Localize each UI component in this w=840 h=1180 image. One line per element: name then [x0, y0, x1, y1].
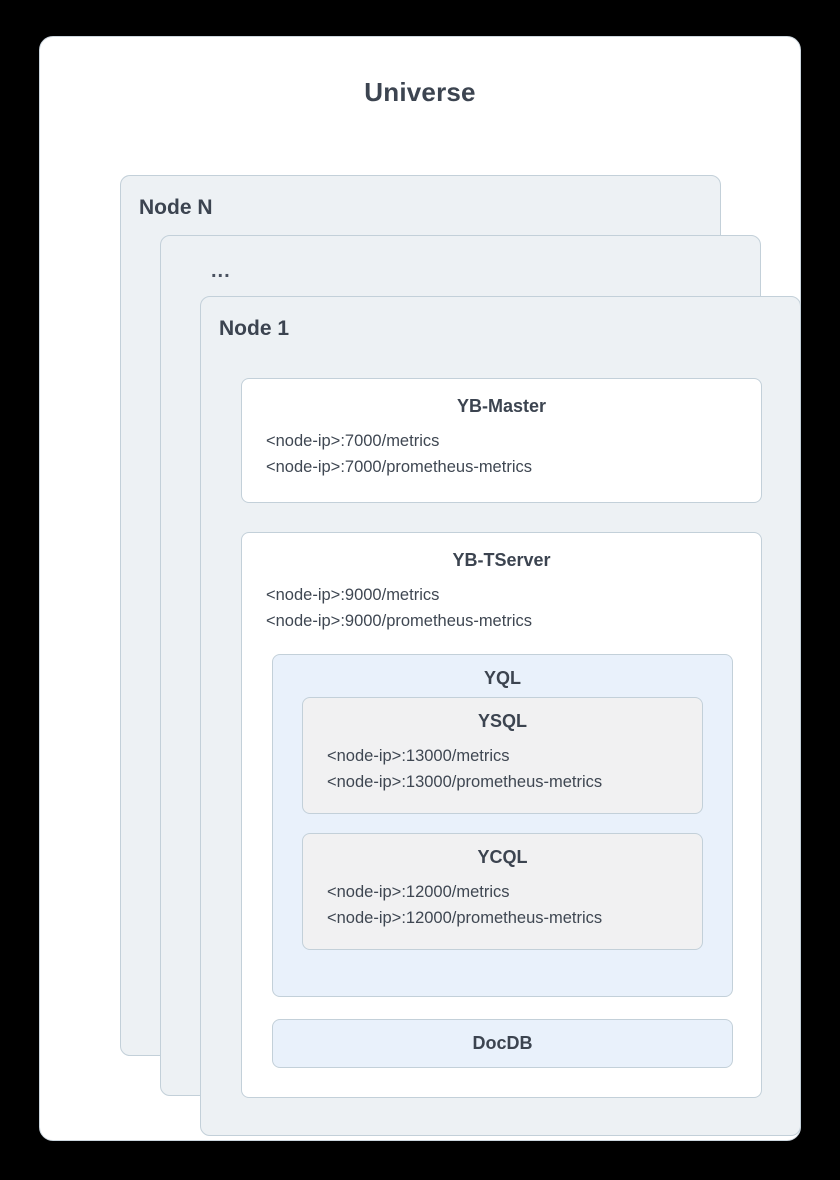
yb-master-box[interactable]: YB-Master <node-ip>:7000/metrics <node-i…	[241, 378, 762, 503]
yb-tserver-endpoint-metrics: <node-ip>:9000/metrics	[266, 586, 440, 604]
ycql-box[interactable]: YCQL <node-ip>:12000/metrics <node-ip>:1…	[302, 833, 703, 950]
yb-tserver-endpoint-prometheus-metrics: <node-ip>:9000/prometheus-metrics	[266, 612, 532, 630]
node-panel-label-node-n: Node N	[139, 196, 213, 219]
ellipsis-label: ...	[211, 260, 231, 282]
docdb-box[interactable]: DocDB	[272, 1019, 733, 1068]
yb-master-endpoint-metrics: <node-ip>:7000/metrics	[266, 432, 440, 450]
ycql-endpoint-list: <node-ip>:12000/metrics <node-ip>:12000/…	[303, 879, 702, 931]
yb-master-endpoint-list: <node-ip>:7000/metrics <node-ip>:7000/pr…	[242, 428, 761, 480]
ycql-endpoint-metrics: <node-ip>:12000/metrics	[327, 883, 510, 901]
ycql-title: YCQL	[477, 847, 528, 867]
ysql-endpoint-list: <node-ip>:13000/metrics <node-ip>:13000/…	[303, 743, 702, 795]
yql-title: YQL	[483, 668, 521, 688]
universe-card: Universe Node N ... Node 1 YB-Master <no…	[39, 36, 801, 1141]
yb-master-title: YB-Master	[456, 396, 547, 416]
ysql-endpoint-prometheus-metrics: <node-ip>:13000/prometheus-metrics	[327, 773, 603, 791]
page-title: Universe	[364, 77, 476, 107]
node-panel-label-node-1: Node 1	[219, 317, 290, 340]
ysql-title: YSQL	[477, 711, 527, 731]
docdb-title: DocDB	[472, 1033, 533, 1053]
yb-master-endpoint-prometheus-metrics: <node-ip>:7000/prometheus-metrics	[266, 458, 532, 476]
ysql-box[interactable]: YSQL <node-ip>:13000/metrics <node-ip>:1…	[302, 697, 703, 814]
yb-tserver-title: YB-TServer	[452, 550, 551, 570]
yb-tserver-box[interactable]: YB-TServer <node-ip>:9000/metrics <node-…	[241, 532, 762, 1098]
ysql-endpoint-metrics: <node-ip>:13000/metrics	[327, 747, 510, 765]
node-panel-node-1[interactable]: Node 1 YB-Master <node-ip>:7000/metrics …	[200, 296, 801, 1136]
ycql-endpoint-prometheus-metrics: <node-ip>:12000/prometheus-metrics	[327, 909, 603, 927]
yql-box[interactable]: YQL YSQL <node-ip>:13000/metrics <node-i…	[272, 654, 733, 997]
yb-tserver-endpoint-list: <node-ip>:9000/metrics <node-ip>:9000/pr…	[242, 582, 761, 634]
